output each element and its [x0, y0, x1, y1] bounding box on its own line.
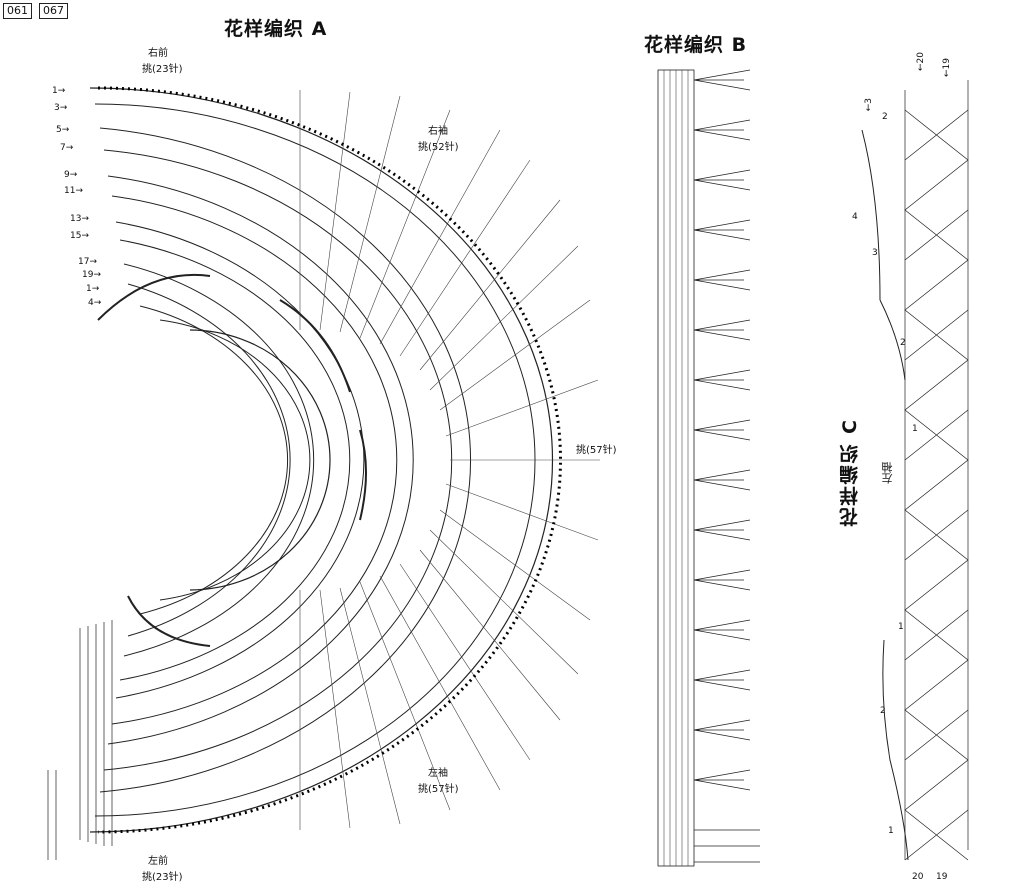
right-sleeve-pick-label: 挑(52针)	[418, 142, 459, 153]
pattern-b-title: 花样编织 B	[644, 34, 748, 56]
pattern-c-mark: 1	[912, 424, 918, 434]
pattern-c-mark: 1	[888, 826, 894, 836]
row-number: 13→	[70, 214, 89, 224]
row-number: 4→	[88, 298, 102, 308]
row-number: 19→	[82, 270, 101, 280]
pattern-c-mark: 2	[882, 112, 888, 122]
page-number-left: 061	[3, 3, 32, 19]
row-number: 1→	[52, 86, 66, 96]
back-pick-label: 挑(57针)	[576, 445, 617, 456]
right-sleeve-label: 右袖	[428, 126, 448, 137]
row-number: 3→	[54, 103, 68, 113]
left-sleeve-pick-label: 挑(57针)	[418, 784, 459, 795]
pattern-c-mark: 19	[936, 872, 948, 882]
page-number-right: 067	[39, 3, 68, 19]
pattern-c-mark: 2	[900, 338, 906, 348]
row-number: 9→	[64, 170, 78, 180]
row-number: 15→	[70, 231, 89, 241]
row-number: 17→	[78, 257, 97, 267]
left-front-label: 左前	[148, 856, 168, 867]
row-number: 7→	[60, 143, 74, 153]
row-number: 5→	[56, 125, 70, 135]
right-front-label: 右前	[148, 48, 168, 59]
pattern-c-mark: 20	[912, 872, 924, 882]
pattern-c-mark: 3	[872, 248, 878, 258]
pattern-c-mark: 4	[852, 212, 858, 222]
row-number: 11→	[64, 186, 83, 196]
right-front-pick-label: 挑(23针)	[142, 64, 183, 75]
left-sleeve-label: 左袖	[428, 768, 448, 779]
row-number: 1→	[86, 284, 100, 294]
pattern-c-mark: 2	[880, 706, 886, 716]
left-front-pick-label: 挑(23针)	[142, 872, 183, 883]
pattern-c-mark: 1	[898, 622, 904, 632]
pattern-a-title: 花样编织 A	[224, 18, 328, 40]
